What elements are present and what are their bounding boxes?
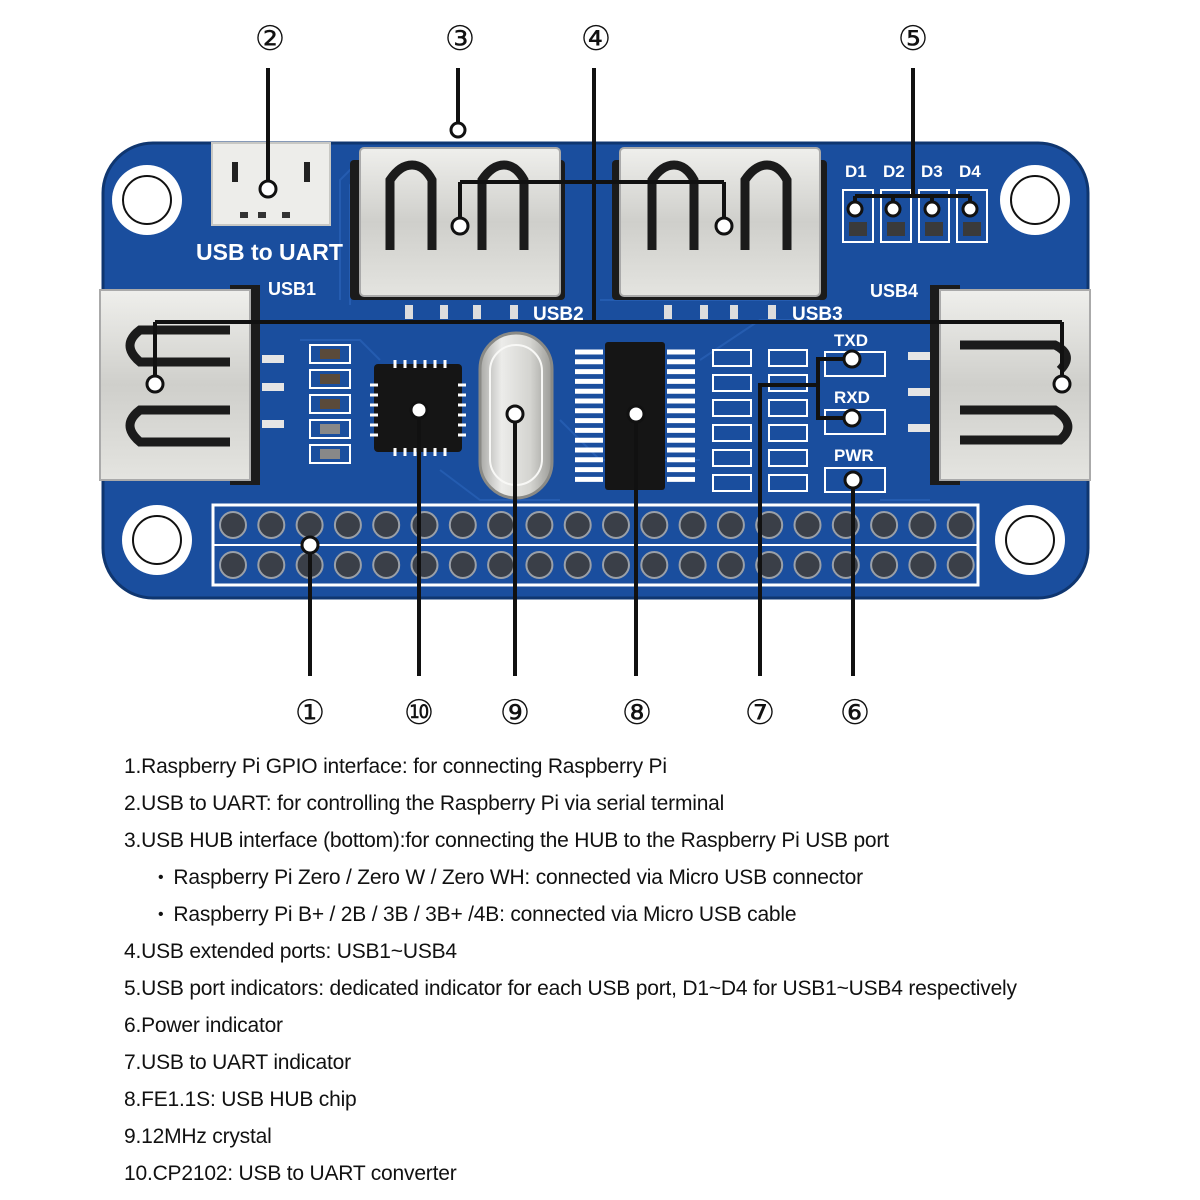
legend-item: 7.USB to UART indicator [124,1051,351,1074]
gpio-pin [640,511,669,539]
gpio-pin [487,511,516,539]
gpio-pin [716,511,745,539]
gpio-pin [602,511,630,539]
gpio-pin [716,551,745,579]
legend-item: 1.Raspberry Pi GPIO interface: for conne… [124,755,667,778]
silk-usb3: USB3 [792,304,843,325]
silk-d2: D2 [883,162,905,181]
callout-9: ⑨ [500,694,530,732]
gpio-pin [333,511,362,539]
gpio-pin [219,551,247,579]
silk-txd: TXD [834,331,868,350]
feature-legend: 1.Raspberry Pi GPIO interface: for conne… [124,748,1184,1192]
mounting-hole-top-left [112,165,182,235]
callout-3: ③ [445,20,475,58]
legend-item: 8.FE1.1S: USB HUB chip [124,1088,357,1111]
legend-item: 3.USB HUB interface (bottom):for connect… [124,829,889,852]
gpio-pin [946,511,975,539]
legend-item: 10.CP2102: USB to UART converter [124,1162,457,1185]
callout-10: ⑩ [404,694,434,732]
silk-pwr: PWR [834,446,874,465]
gpio-pin [678,551,707,579]
silk-d4: D4 [959,162,981,181]
gpio-pin [870,551,899,579]
gpio-pin [219,511,247,539]
callout-6: ⑥ [840,694,870,732]
gpio-pin [372,511,401,539]
usb1-port [99,285,284,485]
gpio-pin [908,511,937,539]
gpio-pin [793,551,822,579]
legend-item: 2.USB to UART: for controlling the Raspb… [124,792,725,815]
gpio-pin [678,511,707,539]
gpio-pin [870,511,899,539]
gpio-pin [563,511,592,539]
callout-labels: ② ③ ④ ⑤ ① ⑩ ⑨ ⑧ ⑦ ⑥ [255,20,928,732]
silk-usb4: USB4 [870,281,918,301]
legend-item: 9.12MHz crystal [124,1125,272,1148]
callout-2: ② [255,20,285,58]
gpio-pin [525,511,554,539]
legend-item: 4.USB extended ports: USB1~USB4 [124,940,457,963]
callout-leaders [145,68,1072,676]
gpio-pin [908,551,937,579]
silk-usb2: USB2 [533,304,584,325]
silk-usb1: USB1 [268,279,316,299]
silk-usb-to-uart: USB to UART [196,239,343,265]
passive-components-left [309,344,351,464]
gpio-pin [333,551,362,579]
micro-usb-uart-connector [211,142,331,226]
silk-rxd: RXD [834,388,870,407]
gpio-pin [448,511,477,539]
legend-subitem: Raspberry Pi B+ / 2B / 3B / 3B+ /4B: con… [124,896,1184,933]
gpio-pin [410,551,439,579]
gpio-pin [257,551,286,579]
gpio-pin [525,551,554,579]
usb-port-indicators [842,189,988,243]
legend-item: 5.USB port indicators: dedicated indicat… [124,977,1017,1000]
callout-8: ⑧ [622,694,652,732]
legend-item: 6.Power indicator [124,1014,283,1037]
silk-d1: D1 [845,162,867,181]
gpio-pin [487,551,516,579]
gpio-pin [755,551,784,579]
callout-7: ⑦ [745,694,775,732]
gpio-header [211,503,980,587]
gpio-pin [410,511,439,539]
gpio-pin [295,511,324,539]
board-diagram: USB to UART USB2 USB3 USB1 USB4 [99,20,1091,732]
mounting-hole-bottom-left [122,505,192,575]
callout-1: ① [295,694,325,732]
gpio-pin [793,511,822,539]
silk-d3: D3 [921,162,943,181]
gpio-pin [946,551,975,579]
mounting-hole-bottom-right [995,505,1065,575]
mounting-hole-top-right [1000,165,1070,235]
gpio-pin [257,511,286,539]
callout-5: ⑤ [898,20,928,58]
gpio-pin [602,551,630,579]
callout-4: ④ [581,20,611,58]
gpio-pin [563,551,592,579]
gpio-pin [755,511,784,539]
gpio-pin [448,551,477,579]
legend-subitem: Raspberry Pi Zero / Zero W / Zero WH: co… [124,859,1184,896]
gpio-pin [640,551,669,579]
gpio-pin [372,551,401,579]
